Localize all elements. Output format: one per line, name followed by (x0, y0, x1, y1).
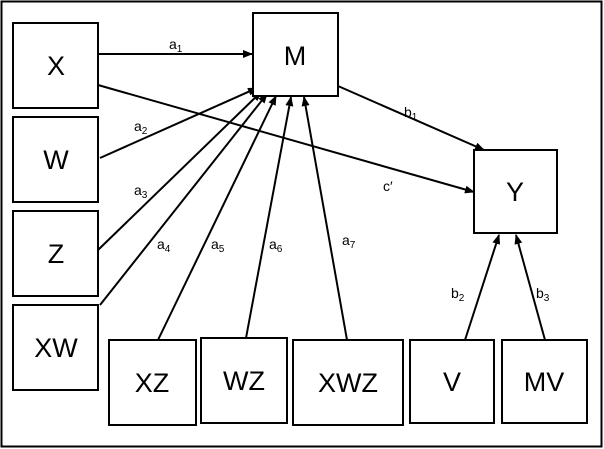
box-m (252, 12, 339, 97)
label-wz: WZ (223, 366, 265, 396)
variable-boxes (12, 12, 588, 426)
path-label-a7: a7 (342, 232, 356, 251)
arrow-x-to-y (97, 84, 475, 194)
path-label-a6: a6 (269, 236, 283, 255)
box-wz (200, 337, 288, 424)
label-x: X (47, 51, 65, 81)
path-label-a4: a4 (157, 236, 171, 255)
label-z: Z (48, 239, 65, 269)
label-mv: MV (524, 367, 565, 397)
arrow-xw-to-m (99, 93, 268, 306)
box-y (473, 149, 558, 234)
path-label-a3: a3 (134, 182, 148, 201)
arrow-z-to-m (97, 91, 262, 251)
label-w: W (43, 145, 69, 175)
box-v (409, 339, 495, 424)
arrow-xwz-to-m (301, 96, 348, 341)
path-labels: a1 a2 a3 a4 a5 a6 a7 b1 b2 b3 c′ (134, 36, 550, 304)
box-z (12, 210, 99, 297)
path-label-a2: a2 (134, 118, 148, 137)
label-y: Y (506, 177, 524, 207)
path-label-b2: b2 (451, 285, 465, 304)
arrows (97, 50, 546, 341)
arrow-m-to-y (337, 85, 485, 151)
path-label-a5: a5 (211, 236, 225, 255)
path-label-a1: a1 (169, 36, 183, 55)
label-xw: XW (34, 333, 78, 363)
box-xz (108, 339, 197, 426)
path-label-b1: b1 (404, 104, 418, 123)
label-xwz: XWZ (318, 368, 378, 398)
arrow-xz-to-m (157, 95, 277, 341)
path-label-b3: b3 (536, 285, 550, 304)
box-xw (12, 304, 99, 391)
arrow-mv-to-y (514, 234, 546, 341)
box-x (12, 22, 99, 109)
label-v: V (443, 367, 461, 397)
box-mv (501, 339, 588, 424)
variable-labels: X W Z XW M XZ WZ XWZ Y V MV (34, 41, 564, 398)
box-w (12, 116, 99, 203)
label-m: M (284, 41, 307, 71)
label-xz: XZ (135, 368, 170, 398)
arrow-v-to-y (464, 234, 501, 341)
path-label-c-prime: c′ (383, 178, 393, 194)
arrow-wz-to-m (245, 96, 294, 339)
box-xwz (292, 339, 404, 426)
arrow-w-to-m (99, 87, 258, 159)
